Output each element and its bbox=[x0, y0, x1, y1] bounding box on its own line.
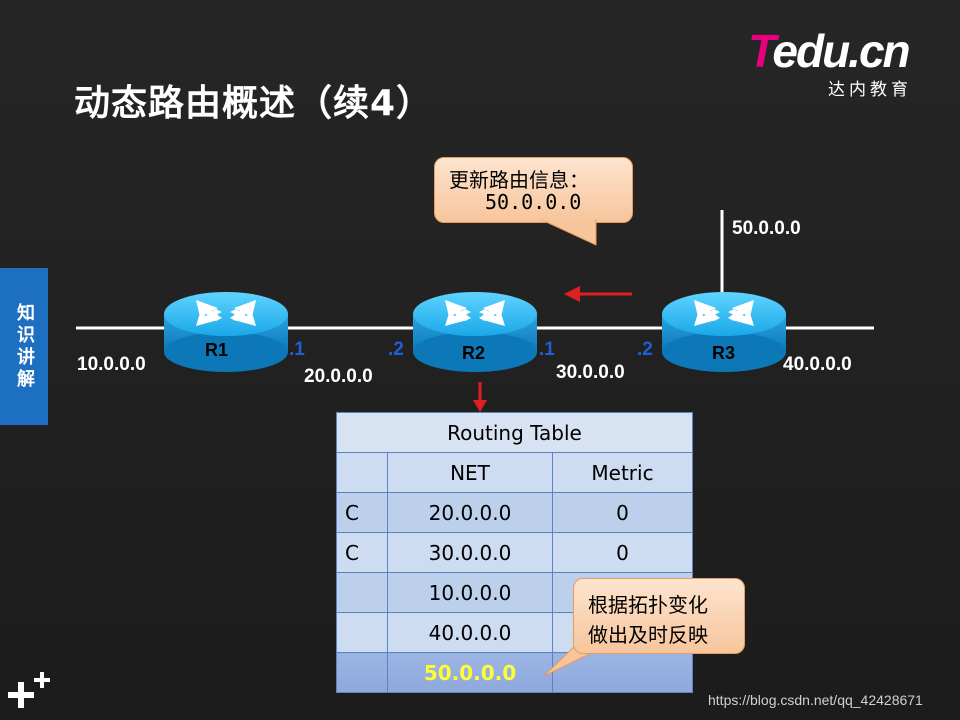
logo-letter-t: T bbox=[748, 25, 774, 77]
callout-update-tail bbox=[541, 219, 597, 246]
callout-topology-line1: 根据拓扑变化 bbox=[588, 593, 708, 617]
callout-topology-change: 根据拓扑变化 做出及时反映 bbox=[573, 578, 745, 654]
header-metric: Metric bbox=[552, 452, 693, 493]
slide-title: 动态路由概述（续4） bbox=[74, 83, 434, 124]
row-net: 20.0.0.0 bbox=[387, 492, 553, 533]
row-type bbox=[336, 612, 388, 653]
row-type bbox=[336, 652, 388, 693]
row-net: 10.0.0.0 bbox=[387, 572, 553, 613]
iface-r1-right: .1 bbox=[289, 339, 305, 360]
header-type bbox=[336, 452, 388, 493]
net-40-label: 40.0.0.0 bbox=[783, 354, 852, 375]
tedu-logo: Tedu.cn 达内教育 bbox=[748, 25, 928, 100]
row-type: C bbox=[336, 532, 388, 573]
table-arrow-head bbox=[473, 400, 487, 412]
logo-rest: edu.cn bbox=[772, 25, 910, 77]
table-row-new-route: 50.0.0.0 bbox=[336, 652, 693, 693]
header-net: NET bbox=[387, 452, 553, 493]
callout-update-route: 更新路由信息： 50.0.0.0 bbox=[434, 157, 633, 223]
net-10-label: 10.0.0.0 bbox=[77, 354, 146, 375]
net-20-label: 20.0.0.0 bbox=[304, 366, 373, 387]
update-arrow-head bbox=[564, 286, 580, 302]
side-tab-label: 知识讲解 bbox=[14, 302, 35, 391]
row-metric: 0 bbox=[552, 532, 693, 573]
plus-plus-icon bbox=[8, 672, 50, 708]
row-net: 40.0.0.0 bbox=[387, 612, 553, 653]
iface-r2-left: .2 bbox=[388, 339, 404, 360]
table-row: C 30.0.0.0 0 bbox=[336, 532, 693, 573]
row-net-new: 50.0.0.0 bbox=[387, 652, 553, 693]
callout-update-line1: 更新路由信息： bbox=[449, 168, 589, 192]
row-type bbox=[336, 572, 388, 613]
callout-update-line2: 50.0.0.0 bbox=[485, 190, 582, 214]
row-net: 30.0.0.0 bbox=[387, 532, 553, 573]
logo-wordmark: Tedu.cn bbox=[748, 25, 911, 77]
router-r1-label: R1 bbox=[205, 340, 229, 360]
router-r2-label: R2 bbox=[462, 343, 486, 363]
router-r3-label: R3 bbox=[712, 343, 736, 363]
net-50-label: 50.0.0.0 bbox=[732, 218, 801, 239]
row-metric: 0 bbox=[552, 492, 693, 533]
iface-r2-right: .1 bbox=[539, 339, 555, 360]
watermark: https://blog.csdn.net/qq_42428671 bbox=[708, 692, 923, 708]
logo-subtitle: 达内教育 bbox=[828, 80, 912, 100]
row-type: C bbox=[336, 492, 388, 533]
iface-r3-left: .2 bbox=[637, 339, 653, 360]
routing-table-title: Routing Table bbox=[336, 412, 693, 453]
callout-topology-line2: 做出及时反映 bbox=[588, 623, 708, 647]
side-tab-knowledge: 知识讲解 bbox=[0, 268, 48, 425]
net-30-label: 30.0.0.0 bbox=[556, 362, 625, 383]
table-row: C 20.0.0.0 0 bbox=[336, 492, 693, 533]
